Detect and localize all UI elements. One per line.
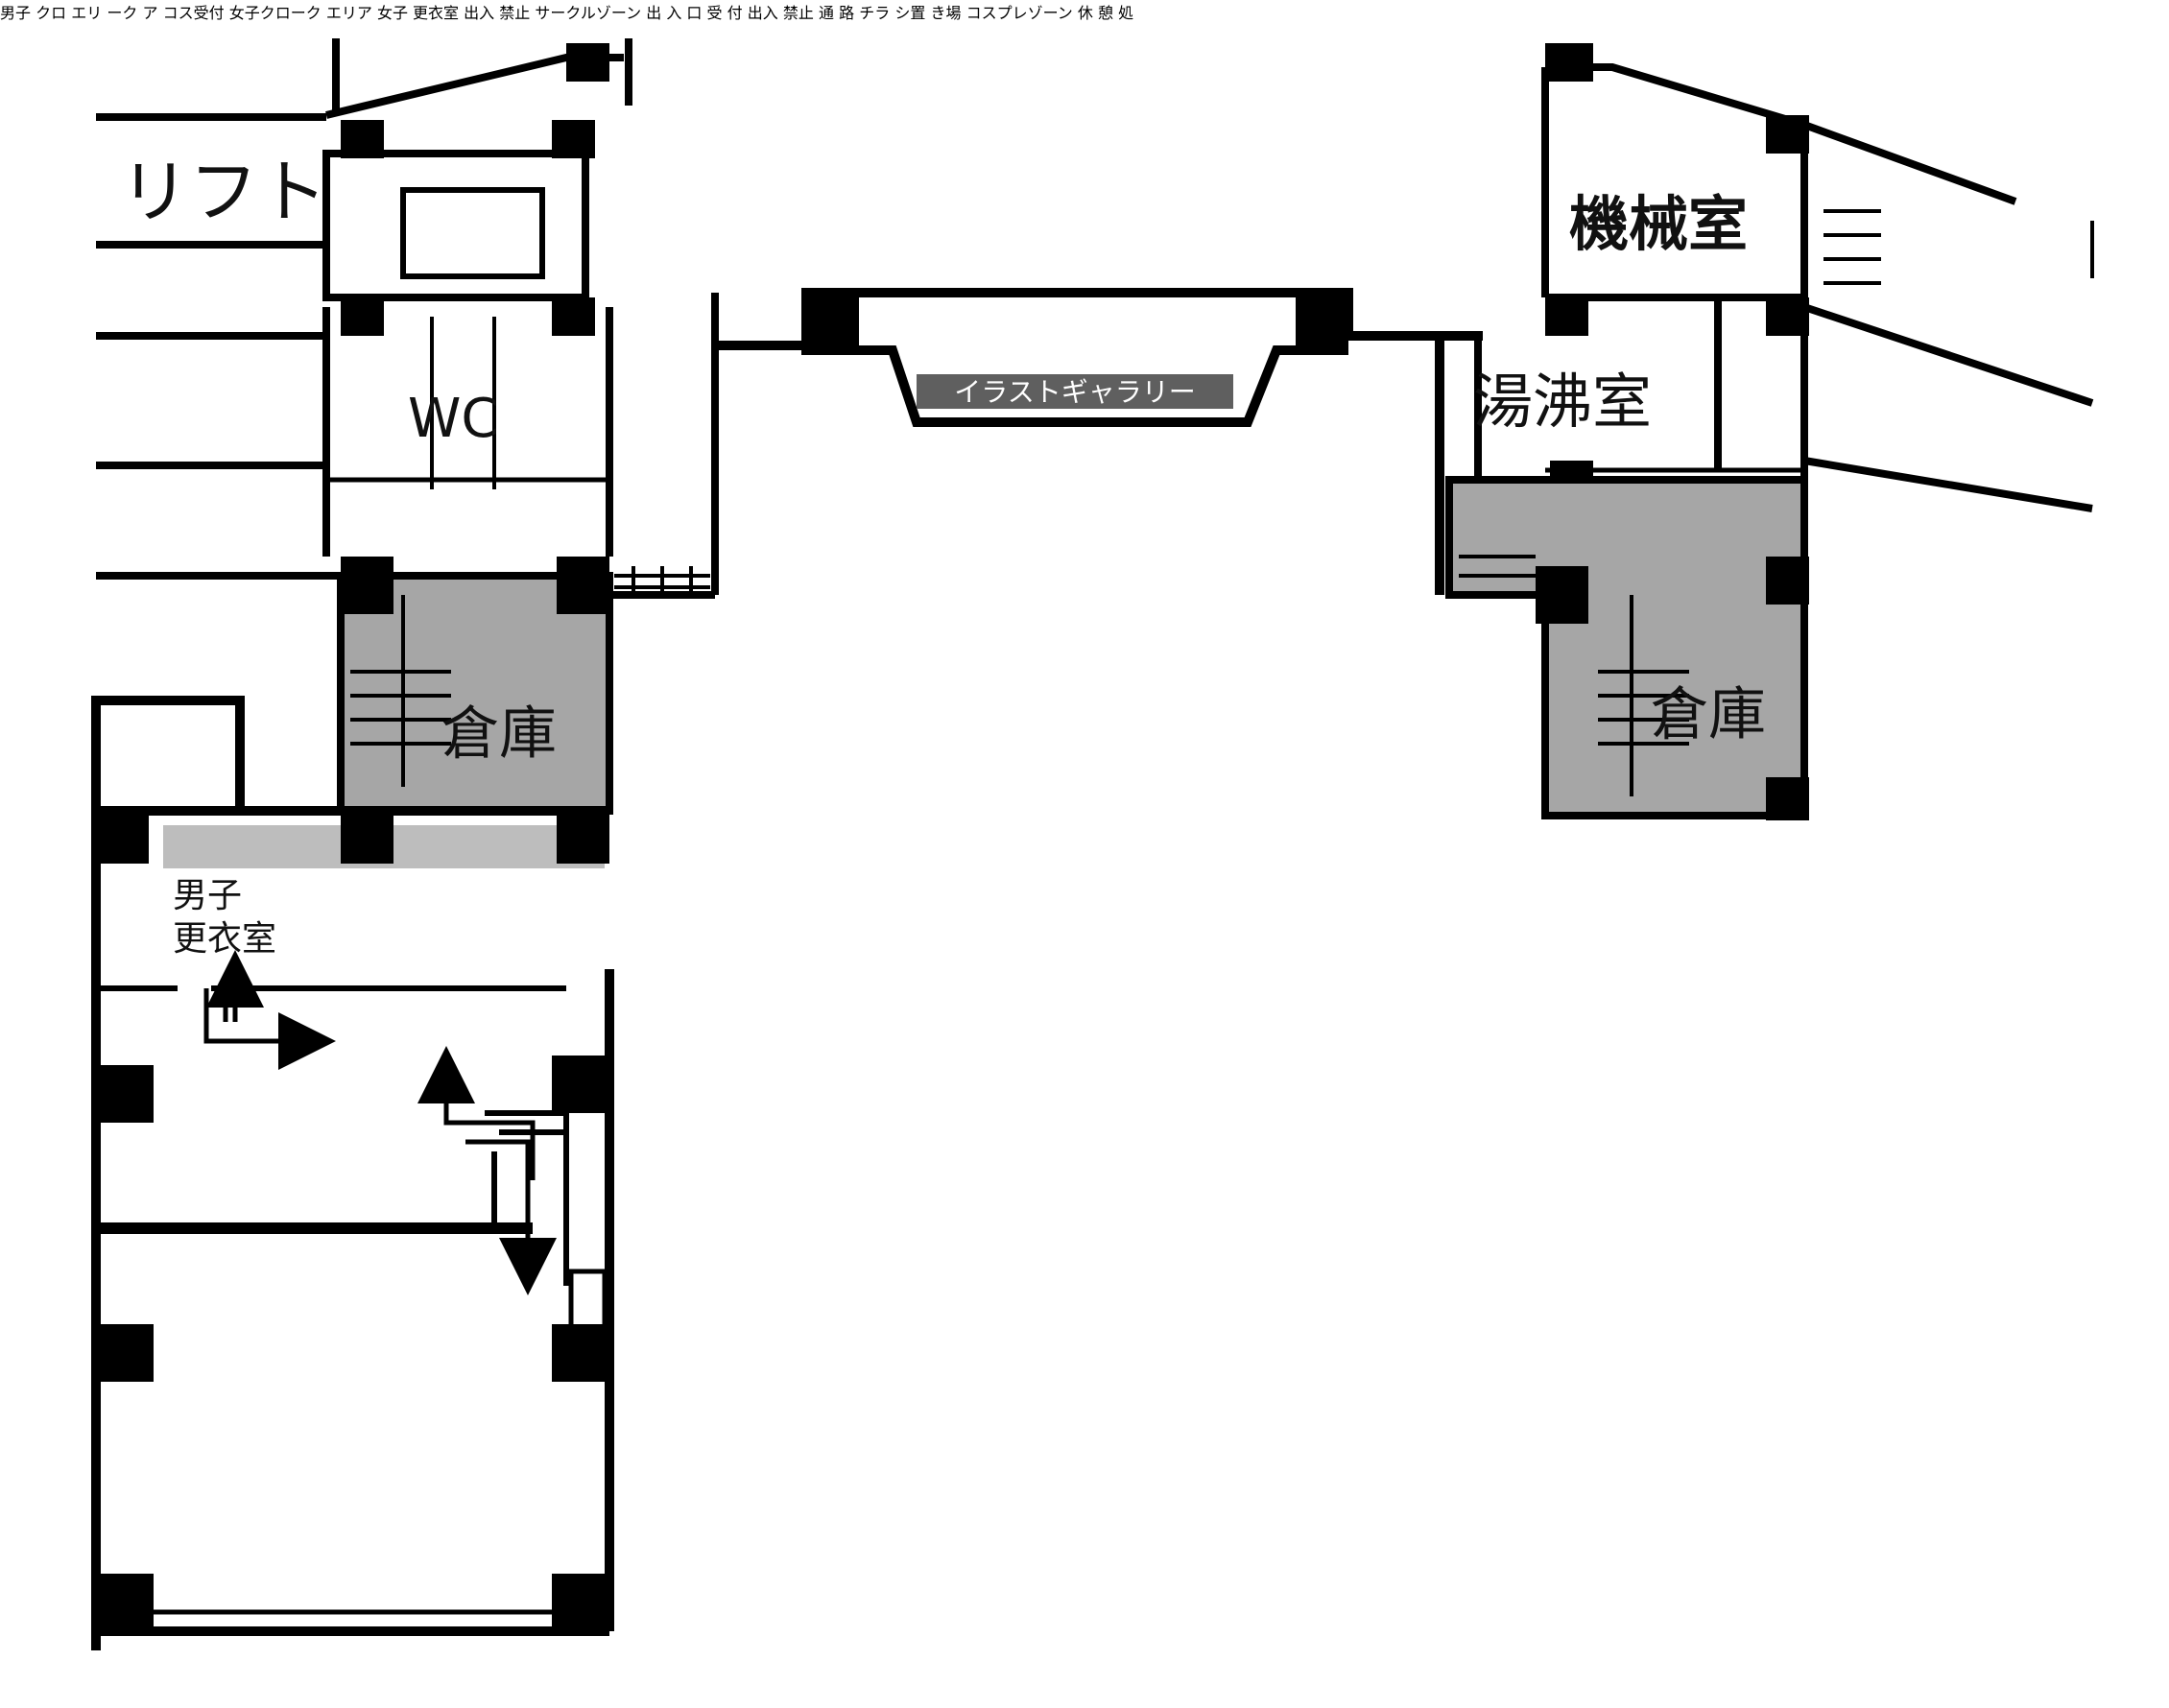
pillars-left-lower [96, 811, 609, 1631]
storage-right [1445, 476, 1809, 820]
flyer-area-label: チラ シ置 き場 [859, 4, 962, 22]
wc-label: WC [408, 388, 498, 450]
stairs-upper-left [614, 566, 710, 595]
cosplay-zone-glow: コスプレゾーン 休 憩 処 57585960616263646566676845… [966, 4, 1134, 22]
rest-area-box: 休 憩 処 5758596061626364656667684546474849… [1078, 4, 1133, 22]
entrance-label: 出 入 口 [646, 4, 703, 22]
male-changing-label: 男子 更衣室 [173, 876, 276, 959]
cos-reception-label: コス受付 [162, 4, 225, 22]
upper-left-walls [96, 38, 719, 599]
reception-box: 受 付 出入 禁止 通 路 チラ シ置 き場 コスプ [707, 4, 1134, 22]
cos-reception-box: コス受付 女子クローク エリア 女子 更衣室 出入 禁止 サークルゾーン 出 入… [163, 4, 1133, 22]
pillars-upper-left [341, 43, 609, 336]
cosplay-zone-label: コスプレゾーン [965, 4, 1073, 22]
flyer-area-box: チラ シ置 き場 コスプレゾーン 休 憩 処 [859, 4, 1133, 22]
no-entry-right-label: 出入 禁止 [747, 4, 814, 22]
passage-label: 通 路 [818, 4, 855, 22]
male-cloak-label: 男子 クロ エリ ーク ア [0, 4, 158, 22]
no-entry-left-label: 出入 禁止 [464, 4, 531, 22]
pillar-hall-tl [806, 293, 859, 350]
reception-label: 受 付 [706, 4, 743, 22]
storage-left-label: 倉庫 [441, 700, 557, 768]
female-changing-label: 女子 更衣室 [376, 4, 460, 22]
no-entry-right-box: 出入 禁止 通 路 チラ シ置 き場 コスプレゾーン 休 憩 処 [748, 4, 1133, 22]
flow-arrows-left [203, 950, 557, 1295]
illust-gallery-label: イラストギャラリー [954, 376, 1195, 408]
storage-left [337, 557, 613, 815]
male-changing-line2: 更衣室 [173, 919, 276, 959]
male-cloak-box: 男子 クロ エリ ーク ア コス受付 女子クローク エリア 女子 更衣室 出入 … [0, 4, 1133, 22]
storage-right-label: 倉庫 [1651, 681, 1766, 748]
reception-counter: 受 付 出入 禁止 通 路 チラ シ置 き場 コスプ [707, 4, 1134, 22]
no-entry-right-line: 出入 禁止 通 路 チラ シ置 き場 コスプレゾーン 休 憩 処 [748, 4, 1133, 22]
right-wall-strip: コスプレゾーン 休 憩 処 57585960616263646566676845… [966, 4, 1134, 22]
circle-zone-label: サークルゾーン [535, 4, 642, 22]
male-changing-line1: 男子 [173, 876, 242, 915]
boiler-room-label: 湯沸室 [1473, 367, 1652, 437]
lift-label: リフト [120, 152, 327, 232]
rest-area-label: 休 憩 処 [1077, 4, 1134, 22]
stairs-upper-right [1823, 209, 1881, 285]
female-cloak-box: 女子クローク エリア 女子 更衣室 出入 禁止 サークルゾーン 出 入 口 [229, 4, 1133, 22]
illust-gallery-band [917, 374, 1233, 409]
no-entry-left-box: 出入 禁止 サークルゾーン 出 入 口 受 付 出入 禁止 [464, 4, 1133, 22]
circle-zone-glow: サークルゾーン 出 入 口 受 付 出入 禁止 通 路 チラ シ置 き場 [535, 4, 1133, 22]
female-cloak-label: 女子クローク エリア [228, 4, 372, 22]
pillar-hall-tr [1296, 293, 1348, 350]
machine-room-label: 機械室 [1569, 189, 1748, 259]
